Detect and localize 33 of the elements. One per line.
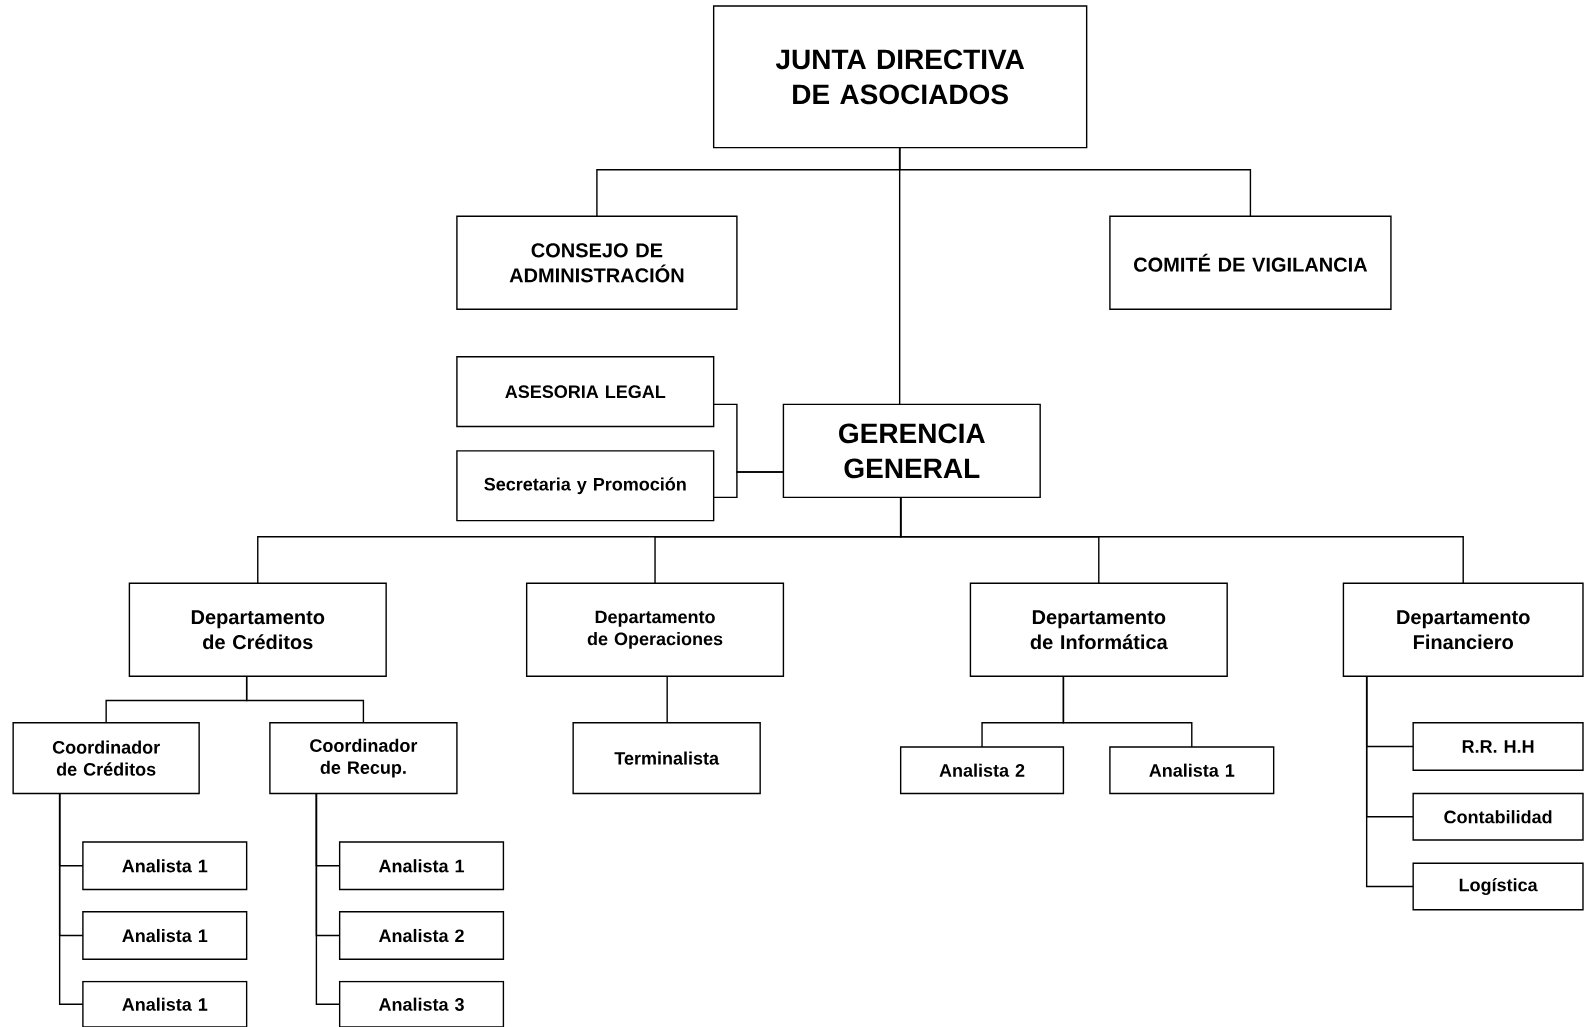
connector-line bbox=[1365, 675, 1414, 888]
position-box: R.R. H.H bbox=[1412, 722, 1584, 771]
coordinator-box: Coordinador de Recup. bbox=[269, 722, 458, 795]
position-box: Analista 1 bbox=[82, 841, 248, 891]
position-box: Analista 3 bbox=[338, 980, 505, 1027]
board-box: JUNTA DIRECTIVA DE ASOCIADOS bbox=[712, 5, 1088, 149]
position-box: Terminalista bbox=[572, 722, 761, 795]
connector-line bbox=[245, 675, 365, 724]
position-box: Logística bbox=[1412, 862, 1584, 911]
department-box: Departamento Financiero bbox=[1342, 582, 1584, 677]
advisor-box: ASESORIA LEGAL bbox=[456, 356, 715, 428]
committee-box: COMITÉ DE VIGILANCIA bbox=[1109, 215, 1392, 310]
council-box: CONSEJO DE ADMINISTRACIÓN bbox=[456, 215, 738, 310]
office-box: Secretaria y Promoción bbox=[456, 450, 715, 522]
position-box: Analista 1 bbox=[338, 841, 505, 891]
connector-line bbox=[899, 496, 1464, 584]
position-box: Analista 2 bbox=[338, 911, 505, 960]
department-box: Departamento de Operaciones bbox=[525, 582, 785, 677]
position-box: Contabilidad bbox=[1412, 792, 1584, 841]
management-box: GERENCIA GENERAL bbox=[782, 403, 1041, 499]
position-box: Analista 2 bbox=[899, 746, 1065, 795]
department-box: Departamento de Créditos bbox=[128, 582, 387, 677]
position-box: Analista 1 bbox=[1109, 746, 1275, 795]
connector-line bbox=[58, 792, 84, 1005]
position-box: Analista 1 bbox=[82, 911, 248, 960]
connector-line bbox=[315, 792, 341, 1005]
connector-line bbox=[1062, 675, 1193, 748]
coordinator-box: Coordinador de Créditos bbox=[12, 722, 200, 795]
department-box: Departamento de Informática bbox=[969, 582, 1228, 677]
position-box: Analista 1 bbox=[82, 980, 248, 1027]
connector-line bbox=[712, 471, 785, 499]
connector-line bbox=[898, 146, 901, 406]
connector-line bbox=[666, 675, 668, 724]
